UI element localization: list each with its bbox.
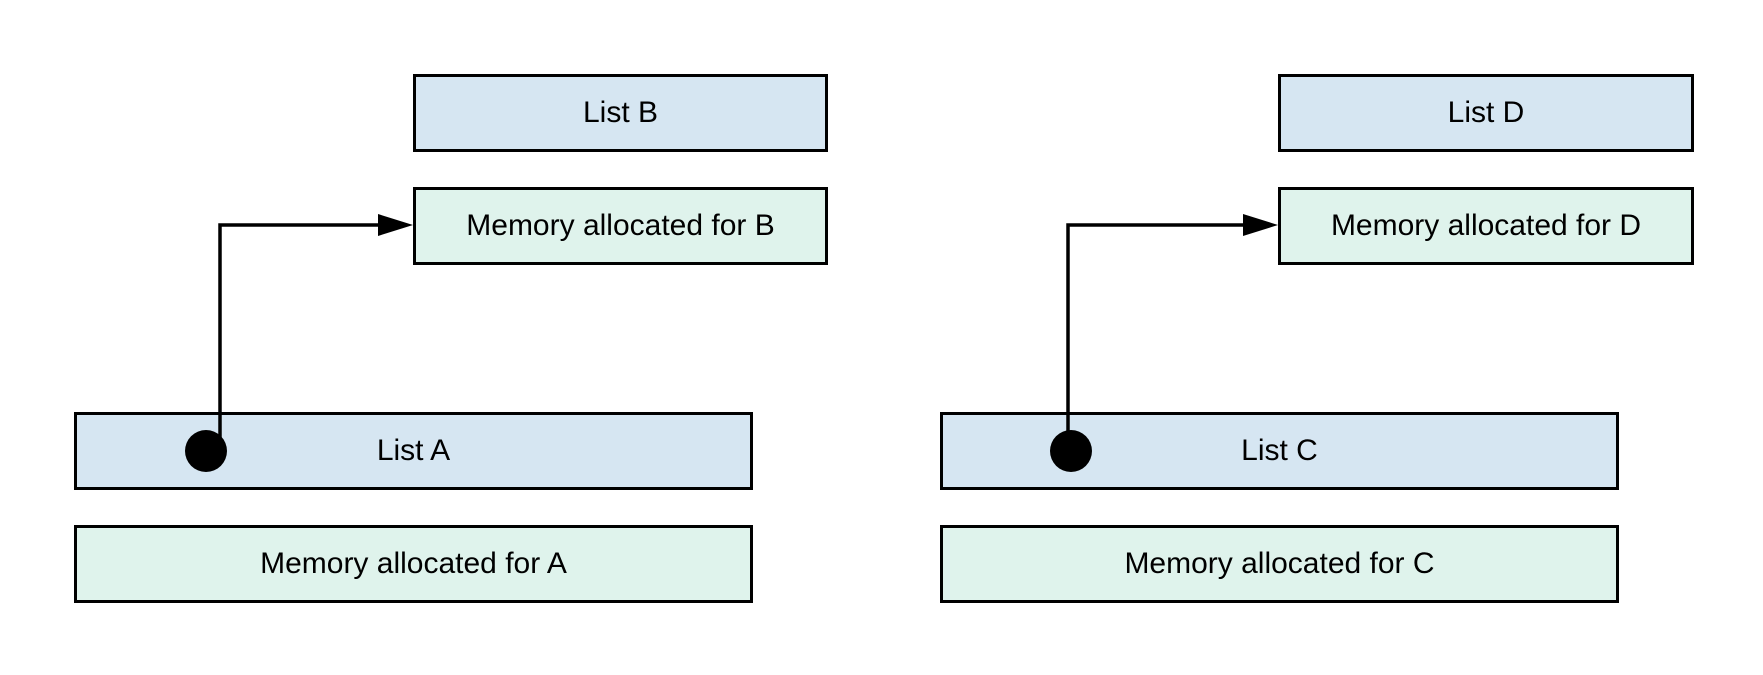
- list-a-box: List A: [74, 412, 753, 490]
- memory-b-box: Memory allocated for B: [413, 187, 828, 265]
- list-a-label: List A: [376, 434, 451, 467]
- memory-d-label: Memory allocated for D: [1330, 209, 1642, 242]
- list-b-box: List B: [413, 74, 828, 152]
- memory-b-label: Memory allocated for B: [466, 209, 775, 242]
- arrowhead-a-to-b: [378, 214, 413, 236]
- arrowhead-c-to-d: [1243, 214, 1278, 236]
- memory-d-box: Memory allocated for D: [1278, 187, 1694, 265]
- list-b-label: List B: [582, 96, 659, 129]
- list-c-label: List C: [1241, 434, 1318, 467]
- memory-c-label: Memory allocated for C: [1124, 547, 1435, 580]
- memory-a-box: Memory allocated for A: [74, 525, 753, 603]
- memory-c-box: Memory allocated for C: [940, 525, 1619, 603]
- list-d-box: List D: [1278, 74, 1694, 152]
- memory-a-label: Memory allocated for A: [260, 547, 567, 580]
- list-d-label: List D: [1447, 96, 1525, 129]
- list-c-box: List C: [940, 412, 1619, 490]
